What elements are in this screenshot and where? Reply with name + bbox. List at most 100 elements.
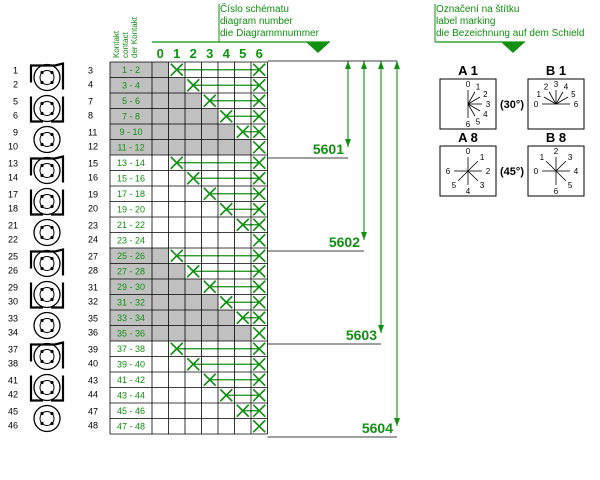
- contact-number: 9: [13, 128, 18, 138]
- wafer-pin: [50, 328, 54, 333]
- contact-x-mark: [252, 419, 266, 433]
- wafer-pin: [40, 380, 44, 385]
- wafer-pin: [40, 235, 44, 240]
- diagram-range-arrow-bottom: [394, 418, 400, 426]
- contact-number: 41: [8, 376, 18, 386]
- wafer-pin: [40, 256, 44, 261]
- wafer-pin: [50, 390, 54, 395]
- contact-number: 21: [8, 221, 18, 231]
- contact-number: 33: [8, 314, 18, 324]
- position-number: 3: [206, 46, 213, 61]
- contact-x-mark: [252, 140, 266, 154]
- diagram-number: 5601: [313, 141, 344, 157]
- contact-number: 37: [8, 345, 18, 355]
- row-contact-label: 35 - 36: [117, 329, 145, 339]
- wafer-circle: [33, 63, 61, 92]
- row-grid-shade: [152, 93, 202, 109]
- row-label-shade: [110, 325, 152, 341]
- wafer-pin: [50, 349, 54, 354]
- wafer-pin: [50, 421, 54, 426]
- row-contact-label: 11 - 12: [117, 143, 144, 153]
- caption-cz: Číslo schématu: [220, 4, 289, 15]
- contact-x-mark: [219, 295, 233, 309]
- dial-number: 1: [476, 83, 481, 92]
- diagram-range-arrow-top: [345, 61, 351, 69]
- row-label-shade: [110, 310, 152, 326]
- contact-number: 36: [88, 328, 98, 338]
- dial-number: 1: [480, 153, 485, 162]
- wafer-circle: [33, 249, 61, 278]
- row-contact-label: 3 - 4: [122, 81, 140, 91]
- dial-number: 6: [446, 167, 451, 176]
- contact-number: 6: [13, 111, 18, 121]
- row-contact-label: 39 - 40: [117, 360, 145, 370]
- contact-x-mark: [252, 357, 266, 371]
- wafer-circle: [33, 280, 61, 309]
- row-contact-label: 13 - 14: [117, 158, 145, 168]
- contact-header-line: contact: [121, 31, 130, 58]
- angle-label: (45°): [500, 166, 524, 178]
- contact-x-mark: [219, 109, 233, 123]
- wafer-pin: [40, 349, 44, 354]
- row-label-shade: [110, 62, 152, 78]
- dial-number: 6: [466, 120, 471, 129]
- diagram-range-arrow-top: [361, 61, 367, 69]
- row-grid-shade: [152, 62, 169, 78]
- caption-en: diagram number: [220, 16, 293, 27]
- wafer-pin: [50, 173, 54, 178]
- contact-number: 31: [88, 283, 98, 293]
- diagram-range-arrow-bottom: [361, 232, 367, 240]
- contact-x-mark: [252, 187, 266, 201]
- wafer-pin: [40, 111, 44, 116]
- contact-number: 15: [88, 159, 98, 169]
- wafer-pin: [40, 204, 44, 209]
- contact-number: 38: [8, 359, 18, 369]
- diagram-number: 5603: [346, 327, 377, 343]
- row-contact-label: 31 - 32: [117, 298, 145, 308]
- contact-x-mark: [186, 357, 200, 371]
- contact-x-mark: [236, 404, 250, 418]
- row-label-shade: [110, 93, 152, 109]
- row-label-shade: [110, 77, 152, 93]
- diagram-number: 5602: [329, 234, 360, 250]
- contact-number: 2: [13, 80, 18, 90]
- dial-title: A 1: [458, 63, 478, 78]
- dial-ray: [555, 160, 567, 172]
- wafer-bridge: [29, 155, 65, 183]
- wafer-inner: [39, 349, 55, 364]
- wafer-pin: [40, 80, 44, 85]
- row-label-shade: [110, 124, 152, 140]
- dial-ray: [467, 103, 476, 117]
- row-grid-shade: [152, 310, 235, 326]
- position-number: 4: [223, 46, 231, 61]
- wafer-pin: [40, 411, 44, 416]
- wafer-circle: [33, 94, 61, 123]
- contact-number: 11: [88, 128, 97, 138]
- row-contact-label: 45 - 46: [117, 406, 145, 416]
- row-contact-label: 1 - 2: [122, 65, 140, 75]
- dial-number: 6: [554, 187, 559, 196]
- dial-number: 4: [466, 187, 471, 196]
- contact-x-mark: [203, 280, 217, 294]
- wafer-bridge: [29, 248, 65, 276]
- contact-x-mark: [186, 264, 200, 278]
- dial-number: 1: [536, 90, 541, 99]
- header-arrow: [306, 42, 330, 53]
- dial-number: 2: [544, 83, 549, 92]
- diagram-range-arrow-bottom: [345, 139, 351, 147]
- wafer-pin: [40, 297, 44, 302]
- wafer-pin: [40, 70, 44, 75]
- contact-x-mark: [170, 156, 184, 170]
- contact-x-mark: [203, 373, 217, 387]
- row-contact-label: 23 - 24: [117, 236, 145, 246]
- wafer-pin: [40, 194, 44, 199]
- row-label-shade: [110, 139, 152, 155]
- contact-number: 16: [88, 173, 98, 183]
- wafer-pin: [40, 318, 44, 323]
